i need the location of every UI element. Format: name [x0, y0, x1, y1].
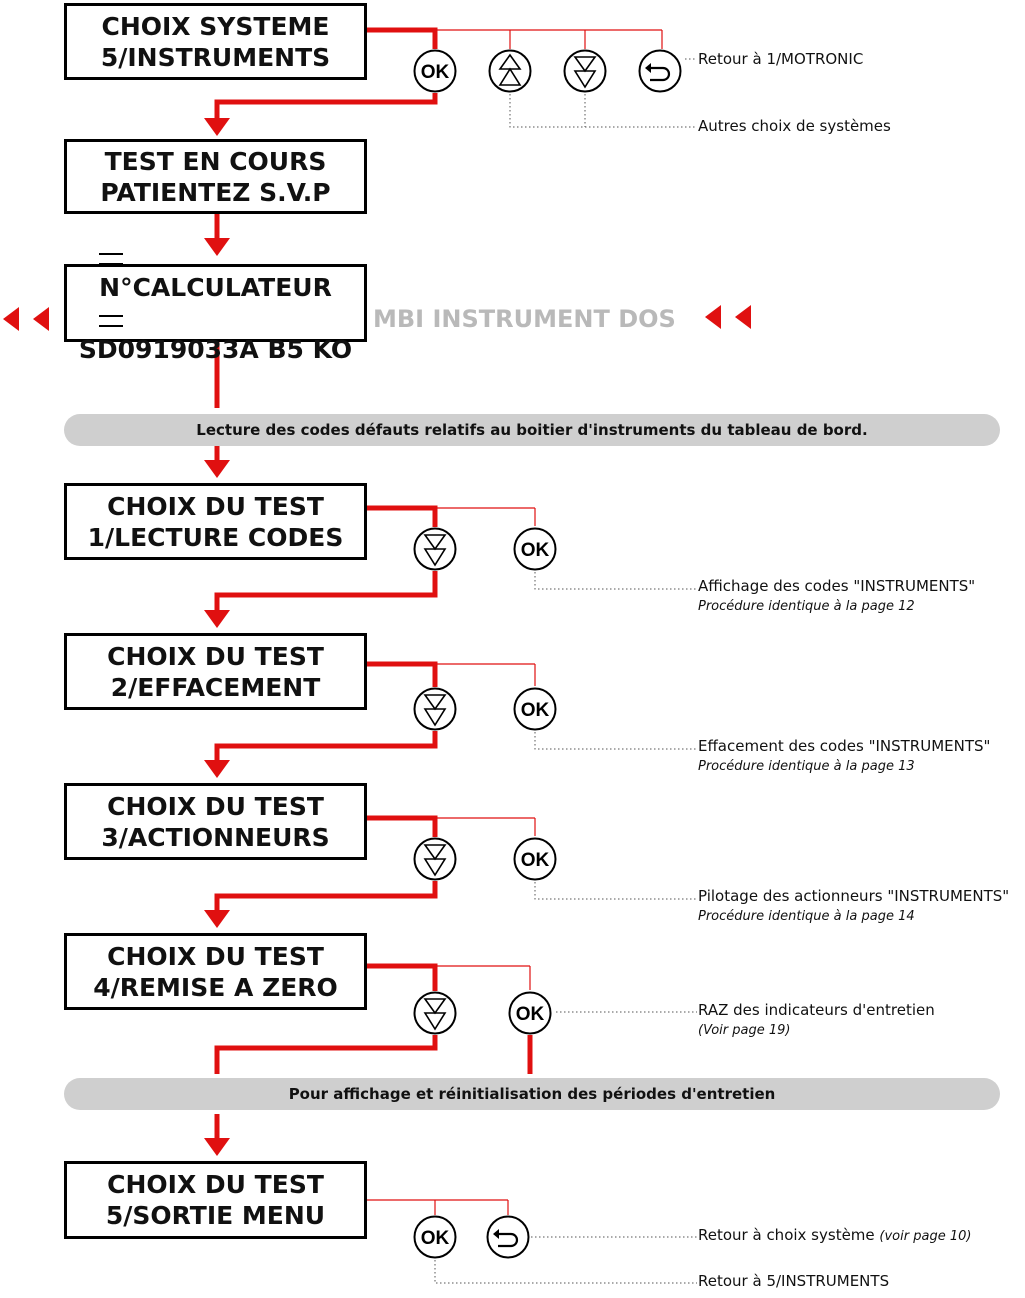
step-test-en-cours: TEST EN COURS PATIENTEZ S.V.P	[64, 139, 367, 214]
banner-lecture: Lecture des codes défauts relatifs au bo…	[64, 414, 1000, 446]
ok-label: OK	[421, 1228, 450, 1249]
arrow-down-icon	[423, 694, 447, 727]
note-retour-motronic: Retour à 1/MOTRONIC	[698, 50, 864, 68]
ok-label: OK	[521, 700, 550, 721]
step-line: CHOIX DU TEST	[107, 941, 324, 971]
note-sub: (voir page 10)	[879, 1229, 972, 1244]
arrow-up-icon	[498, 53, 522, 86]
note-test4: RAZ des indicateurs d'entretien (Voir pa…	[698, 1001, 935, 1040]
note-main: RAZ des indicateurs d'entretien	[698, 1001, 935, 1019]
step-line: 5/INSTRUMENTS	[100, 42, 331, 72]
arrow-down-icon	[573, 56, 597, 89]
step-calculateur: N°CALCULATEUR SD0919033A B5 KO	[64, 253, 367, 364]
step-line: CHOIX DU TEST	[107, 791, 324, 821]
step-test1: CHOIX DU TEST 1/LECTURE CODES	[64, 483, 367, 560]
step-test5: CHOIX DU TEST 5/SORTIE MENU	[64, 1161, 367, 1239]
left-triangle-icon	[3, 307, 19, 331]
note-test2: Effacement des codes "INSTRUMENTS" Procé…	[698, 737, 990, 776]
arrow-down-button[interactable]	[563, 49, 607, 93]
note-sub: Procédure identique à la page 13	[698, 759, 915, 774]
note-sub: Procédure identique à la page 14	[698, 909, 915, 924]
ok-button[interactable]: OK	[513, 527, 557, 571]
step-line: 3/ACTIONNEURS	[101, 822, 330, 852]
step-line: CHOIX DU TEST	[107, 1170, 324, 1199]
left-triangle-icon	[735, 305, 751, 329]
return-icon	[493, 1229, 519, 1248]
step-line: 5/SORTIE MENU	[105, 1201, 326, 1230]
step-line: 2/EFFACEMENT	[110, 672, 321, 702]
arrow-down-icon	[423, 534, 447, 567]
ok-button[interactable]: OK	[513, 687, 557, 731]
ok-label: OK	[521, 850, 550, 871]
calculateur-header: N°CALCULATEUR	[99, 241, 332, 334]
step-test2: CHOIX DU TEST 2/EFFACEMENT	[64, 633, 367, 710]
arrow-down-icon	[423, 844, 447, 877]
note-test1: Affichage des codes "INSTRUMENTS" Procéd…	[698, 577, 975, 616]
note-main: Retour à choix système	[698, 1226, 875, 1244]
ok-button[interactable]: OK	[413, 49, 457, 93]
ok-label: OK	[516, 1004, 545, 1025]
step-test3: CHOIX DU TEST 3/ACTIONNEURS	[64, 783, 367, 860]
note-autres-choix: Autres choix de systèmes	[698, 117, 891, 135]
step-line: CHOIX SYSTEME	[101, 11, 330, 41]
arrow-up-button[interactable]	[488, 49, 532, 93]
banner-entretien: Pour affichage et réinitialisation des p…	[64, 1078, 1000, 1110]
calculateur-suffix: MBI INSTRUMENT DOS	[373, 305, 676, 333]
step-choix-systeme: CHOIX SYSTEME 5/INSTRUMENTS	[64, 3, 367, 80]
step-line: 1/LECTURE CODES	[87, 522, 344, 552]
note-main: Effacement des codes "INSTRUMENTS"	[698, 737, 991, 755]
return-button[interactable]	[638, 49, 682, 93]
arrow-down-button[interactable]	[413, 991, 457, 1035]
note-main: Affichage des codes "INSTRUMENTS"	[698, 577, 976, 595]
double-line-icon	[99, 315, 124, 327]
step-line: CHOIX DU TEST	[107, 491, 324, 521]
ok-button[interactable]: OK	[508, 991, 552, 1035]
note-test3: Pilotage des actionneurs "INSTRUMENTS" P…	[698, 887, 1009, 926]
note-sub: (Voir page 19)	[698, 1023, 791, 1038]
note-retour-instruments: Retour à 5/INSTRUMENTS	[698, 1272, 890, 1290]
ok-label: OK	[421, 62, 450, 83]
arrow-down-button[interactable]	[413, 687, 457, 731]
left-triangle-icon	[33, 307, 49, 331]
step-line: PATIENTEZ S.V.P	[100, 177, 331, 207]
step-line: N°CALCULATEUR	[99, 273, 332, 302]
return-button[interactable]	[486, 1215, 530, 1259]
arrow-down-button[interactable]	[413, 527, 457, 571]
step-line: 4/REMISE A ZERO	[93, 972, 338, 1002]
left-triangle-icon	[705, 305, 721, 329]
arrow-down-icon	[423, 998, 447, 1031]
note-sub: Procédure identique à la page 12	[698, 599, 915, 614]
step-test4: CHOIX DU TEST 4/REMISE A ZERO	[64, 933, 367, 1010]
step-line: CHOIX DU TEST	[107, 641, 324, 671]
note-main: Pilotage des actionneurs "INSTRUMENTS"	[698, 887, 1010, 905]
ok-label: OK	[521, 540, 550, 561]
return-icon	[645, 63, 671, 82]
arrow-down-button[interactable]	[413, 837, 457, 881]
note-retour-choix: Retour à choix système (voir page 10)	[698, 1226, 971, 1246]
step-line: SD0919033A B5 KO	[78, 335, 353, 364]
double-line-icon	[99, 253, 124, 265]
step-line: TEST EN COURS	[104, 146, 327, 176]
ok-button[interactable]: OK	[413, 1215, 457, 1259]
ok-button[interactable]: OK	[513, 837, 557, 881]
